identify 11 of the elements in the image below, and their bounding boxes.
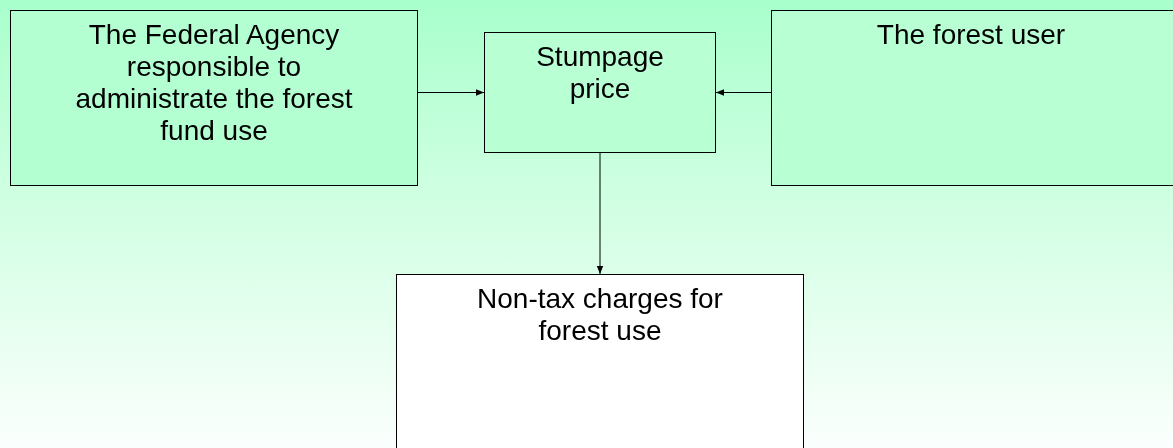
process-box [484,32,716,153]
box-label: The Federal Agency responsible to administrate the forest fund use [75,19,353,147]
arrow [417,89,485,96]
arrow [715,89,772,96]
box-label: Stumpage price [535,41,665,105]
process-box [10,10,418,186]
process-box [396,274,804,448]
box-label: Non-tax charges for forest use [476,283,724,347]
box-label: The forest user [876,19,1066,51]
process-box [771,10,1173,186]
arrow [596,152,604,275]
